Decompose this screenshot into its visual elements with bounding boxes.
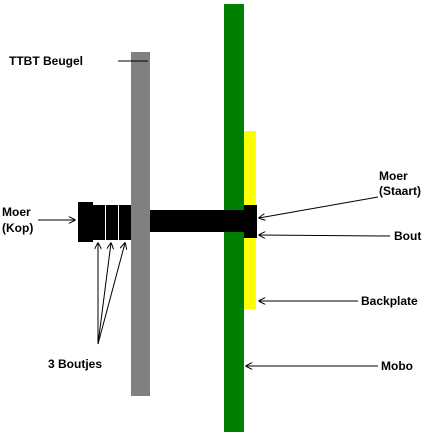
leader-boutje-2	[97, 243, 111, 345]
nut-tail	[244, 205, 257, 238]
label-moer-staart-line1: Moer	[379, 169, 408, 183]
small-bolt-2	[106, 205, 118, 240]
label-ttbt-beugel: TTBT Beugel	[9, 54, 83, 68]
bolt-shaft	[150, 210, 246, 232]
ttbt-beugel-bar	[131, 52, 150, 396]
small-bolt-3	[119, 205, 131, 240]
label-bout: Bout	[394, 229, 421, 243]
label-moer-staart-line2: (Staart)	[379, 184, 421, 198]
leader-boutje-3	[97, 243, 125, 345]
label-moer-kop-line2: (Kop)	[2, 221, 33, 235]
label-drie-boutjes: 3 Boutjes	[48, 357, 102, 371]
label-moer-kop-line1: Moer	[2, 205, 31, 219]
label-mobo: Mobo	[381, 359, 413, 373]
nut-head	[78, 202, 93, 242]
small-bolt-1	[93, 205, 105, 240]
leader-bout	[259, 235, 391, 236]
label-backplate: Backplate	[361, 294, 418, 308]
leader-moer-staart	[259, 196, 379, 218]
